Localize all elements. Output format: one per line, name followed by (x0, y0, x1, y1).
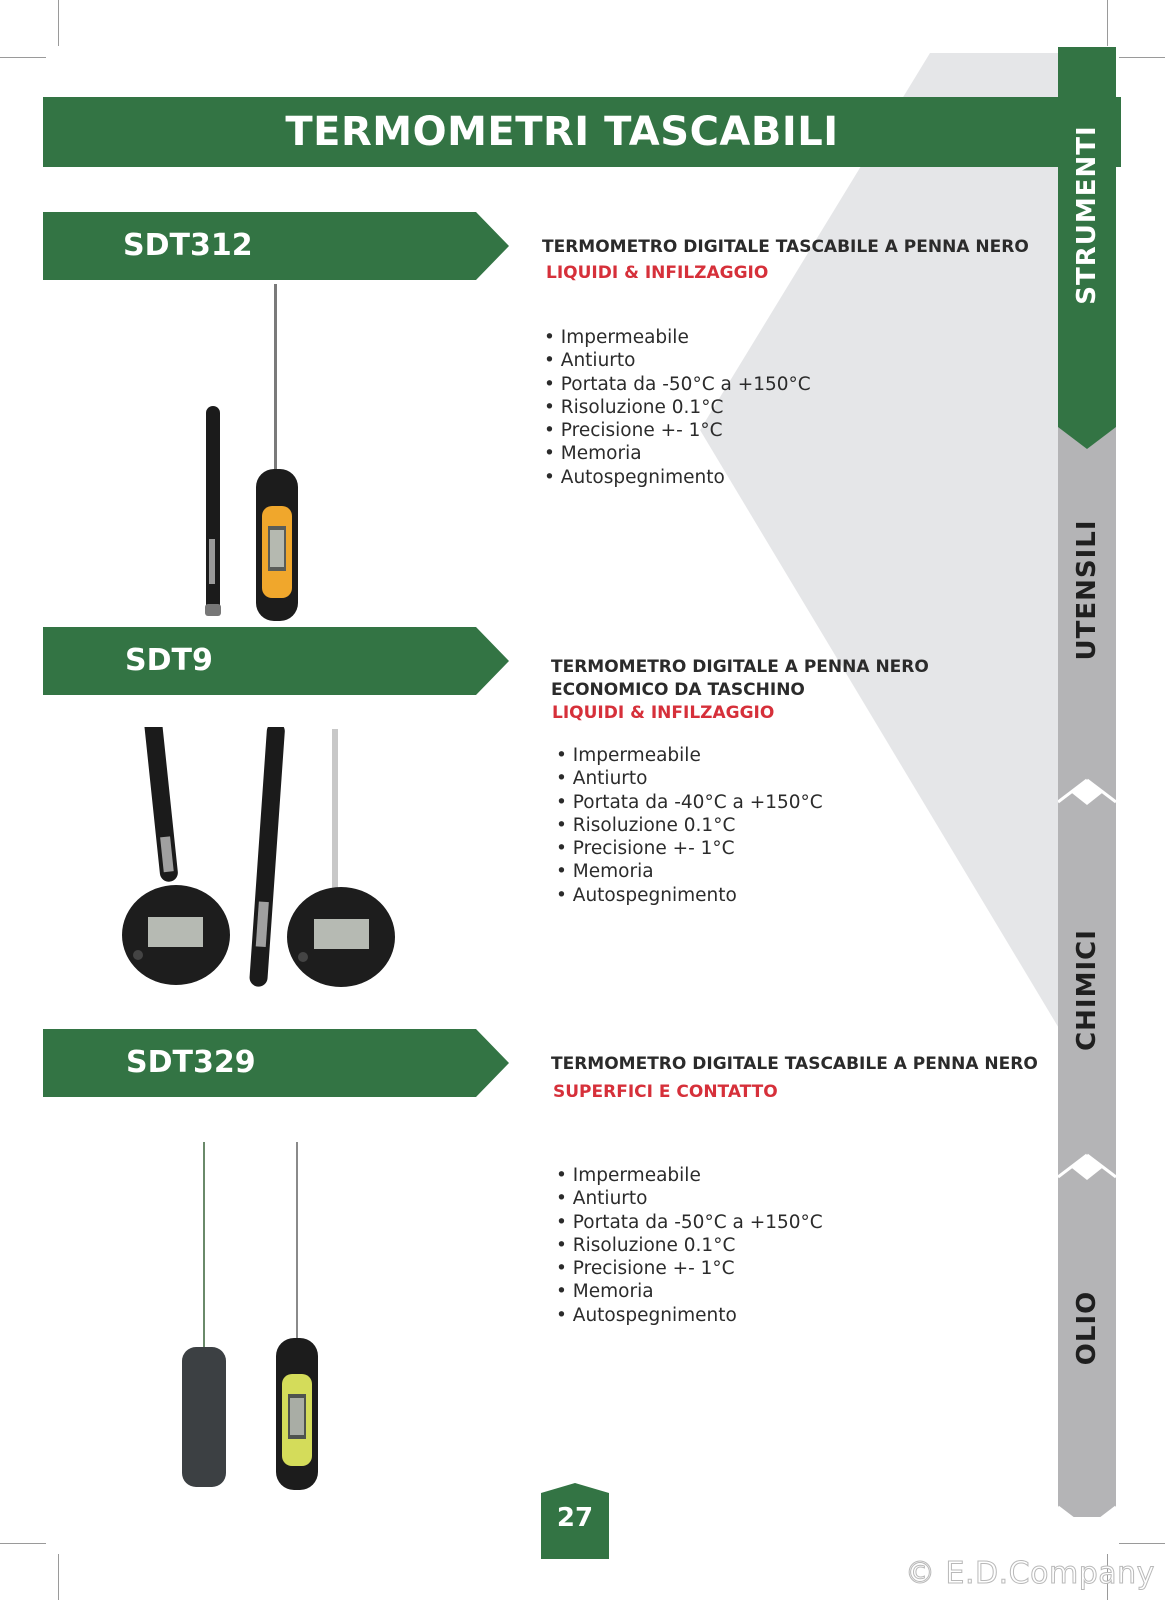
feature-item: Memoria (556, 860, 823, 883)
tab-shape-utensili (1058, 417, 1116, 802)
feature-item: Precisione +- 1°C (556, 1257, 823, 1280)
product-title: TERMOMETRO DIGITALE TASCABILE A PENNA NE… (551, 1054, 1038, 1074)
tab-shape-chimici (1058, 782, 1116, 1177)
crop-mark (1107, 0, 1108, 46)
feature-item: Antiurto (544, 349, 811, 372)
feature-item: Risoluzione 0.1°C (556, 1234, 823, 1257)
feature-list: Impermeabile Antiurto Portata da -50°C a… (544, 326, 811, 489)
model-banner (43, 212, 509, 280)
product-photo (122, 727, 395, 987)
crop-mark (0, 57, 46, 58)
model-name: SDT329 (126, 1044, 256, 1080)
feature-item: Memoria (544, 442, 811, 465)
feature-item: Memoria (556, 1280, 823, 1303)
feature-item: Autospegnimento (556, 1304, 823, 1327)
feature-item: Autospegnimento (544, 466, 811, 489)
model-name: SDT312 (123, 227, 253, 263)
product-sdt9: SDT9 TERMOMETRO DIGITALE A PENNA NERO EC… (0, 627, 1040, 1007)
feature-item: Impermeabile (556, 1164, 823, 1187)
feature-item: Antiurto (556, 767, 823, 790)
tab-strumenti[interactable]: STRUMENTI (1072, 125, 1102, 305)
title-bar: TERMOMETRI TASCABILI (43, 97, 1121, 167)
product-category: SUPERFICI E CONTATTO (553, 1082, 778, 1102)
product-category: LIQUIDI & INFILZAGGIO (552, 703, 775, 723)
crop-mark (0, 1543, 46, 1544)
feature-item: Precisione +- 1°C (544, 419, 811, 442)
copyright-watermark: © E.D.Company (905, 1556, 1155, 1592)
crop-mark (1119, 1543, 1165, 1544)
tab-chimici[interactable]: CHIMICI (1072, 929, 1102, 1051)
feature-list: Impermeabile Antiurto Portata da -50°C a… (556, 1164, 823, 1327)
model-banner (43, 627, 509, 695)
feature-item: Autospegnimento (556, 884, 823, 907)
crop-mark (58, 1554, 59, 1600)
feature-item: Portata da -40°C a +150°C (556, 791, 823, 814)
feature-list: Impermeabile Antiurto Portata da -40°C a… (556, 744, 823, 907)
product-sdt329: SDT329 TERMOMETRO DIGITALE TASCABILE A P… (0, 1029, 1040, 1499)
feature-item: Risoluzione 0.1°C (544, 396, 811, 419)
feature-item: Impermeabile (556, 744, 823, 767)
feature-item: Risoluzione 0.1°C (556, 814, 823, 837)
product-title: TERMOMETRO DIGITALE A PENNA NERO ECONOMI… (551, 657, 929, 700)
model-banner (43, 1029, 509, 1097)
page-number-text: 27 (556, 1503, 594, 1533)
crop-mark (1119, 57, 1165, 58)
feature-item: Antiurto (556, 1187, 823, 1210)
feature-item: Portata da -50°C a +150°C (556, 1211, 823, 1234)
page-title: TERMOMETRI TASCABILI (285, 109, 839, 155)
side-tabs (1058, 47, 1117, 1517)
product-title: TERMOMETRO DIGITALE TASCABILE A PENNA NE… (542, 237, 1029, 257)
product-sdt312: SDT312 TERMOMETRO DIGITALE TASCABILE A P… (0, 212, 1040, 627)
model-name: SDT9 (125, 642, 213, 678)
feature-item: Impermeabile (544, 326, 811, 349)
feature-item: Precisione +- 1°C (556, 837, 823, 860)
tab-olio[interactable]: OLIO (1072, 1290, 1102, 1366)
product-photo (182, 1142, 318, 1490)
page-number: 27 (541, 1483, 609, 1559)
feature-item: Portata da -50°C a +150°C (544, 373, 811, 396)
tab-shape-olio (1058, 1157, 1116, 1517)
crop-mark (58, 0, 59, 46)
tab-utensili[interactable]: UTENSILI (1072, 519, 1102, 661)
product-category: LIQUIDI & INFILZAGGIO (546, 263, 769, 283)
crop-mark (1107, 1554, 1108, 1600)
tab-shape-strumenti (1058, 47, 1116, 449)
product-photo (205, 284, 298, 621)
